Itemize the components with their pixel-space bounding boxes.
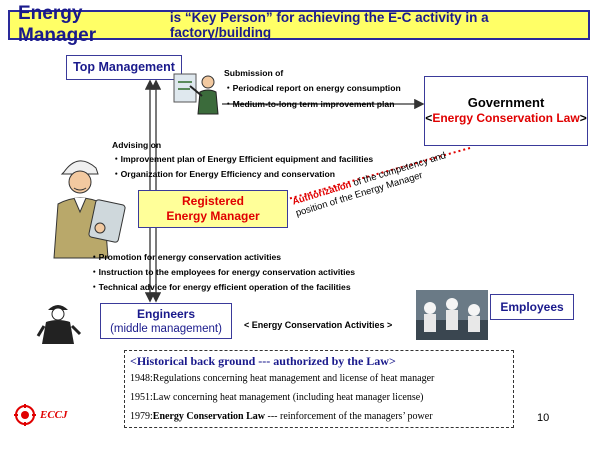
engineers-box: Engineers (middle management)	[100, 303, 232, 339]
page-number: 10	[537, 412, 550, 424]
employees-label: Employees	[500, 300, 564, 314]
advising-block: Advising on ・Improvement plan of Energy …	[112, 140, 373, 180]
advising-item: ・Improvement plan of Energy Efficient eq…	[112, 154, 374, 164]
promotion-item: ・Instruction to the employees for energy…	[90, 267, 356, 277]
submission-item: ・Periodical report on energy consumption	[224, 83, 401, 93]
engineer-figure-icon	[36, 305, 82, 344]
employees-photo	[416, 290, 488, 340]
promotion-block: ・Promotion for energy conservation activ…	[90, 251, 355, 293]
middle-management-label: (middle management)	[110, 323, 222, 335]
history-entry: 1951:Law concerning heat management (inc…	[130, 392, 424, 403]
advising-item: ・Organization for Energy Efficiency and …	[112, 169, 336, 179]
government-box: Government <Energy Conservation Law>	[424, 76, 588, 146]
registered-manager-box: Registered Energy Manager	[138, 190, 288, 228]
ec-activities-label: < Energy Conservation Activities >	[244, 320, 393, 330]
history-entry: 1979:Energy Conservation Law --- reinfor…	[130, 411, 433, 422]
advising-heading: Advising on	[112, 140, 162, 150]
submission-heading: Submission of	[224, 68, 284, 78]
history-heading: <Historical back ground --- authorized b…	[130, 354, 396, 368]
history-entry: 1948:Regulations concerning heat managem…	[130, 373, 435, 384]
eccj-logo-mark	[14, 404, 36, 426]
history-box: <Historical back ground --- authorized b…	[124, 350, 514, 428]
submission-block: Submission of ・Periodical report on ener…	[224, 68, 401, 110]
eccj-logo: ECCJ	[14, 404, 68, 426]
government-label: Government	[467, 95, 545, 110]
submission-item: ・Medium-to-long term improvement plan	[224, 99, 395, 109]
top-management-box: Top Management	[66, 55, 182, 80]
promotion-item: ・Promotion for energy conservation activ…	[90, 252, 282, 262]
title-banner: Energy Manager is “Key Person” for achie…	[8, 3, 590, 46]
presenter-icon	[173, 73, 219, 115]
engineers-label: Engineers	[136, 307, 196, 321]
title-rest: is “Key Person” for achieving the E-C ac…	[169, 10, 489, 40]
title-main: Energy Manager	[18, 3, 97, 46]
employees-box: Employees	[490, 294, 574, 320]
law-label: <Energy Conservation Law>	[425, 111, 587, 125]
promotion-item: ・Technical advice for energy efficient o…	[90, 282, 351, 292]
registered-label: Registered	[181, 194, 245, 208]
top-management-label: Top Management	[73, 60, 175, 74]
worker-with-clipboard-icon	[53, 160, 126, 259]
energy-manager-label: Energy Manager	[166, 209, 260, 223]
eccj-logo-text: ECCJ	[40, 409, 68, 421]
